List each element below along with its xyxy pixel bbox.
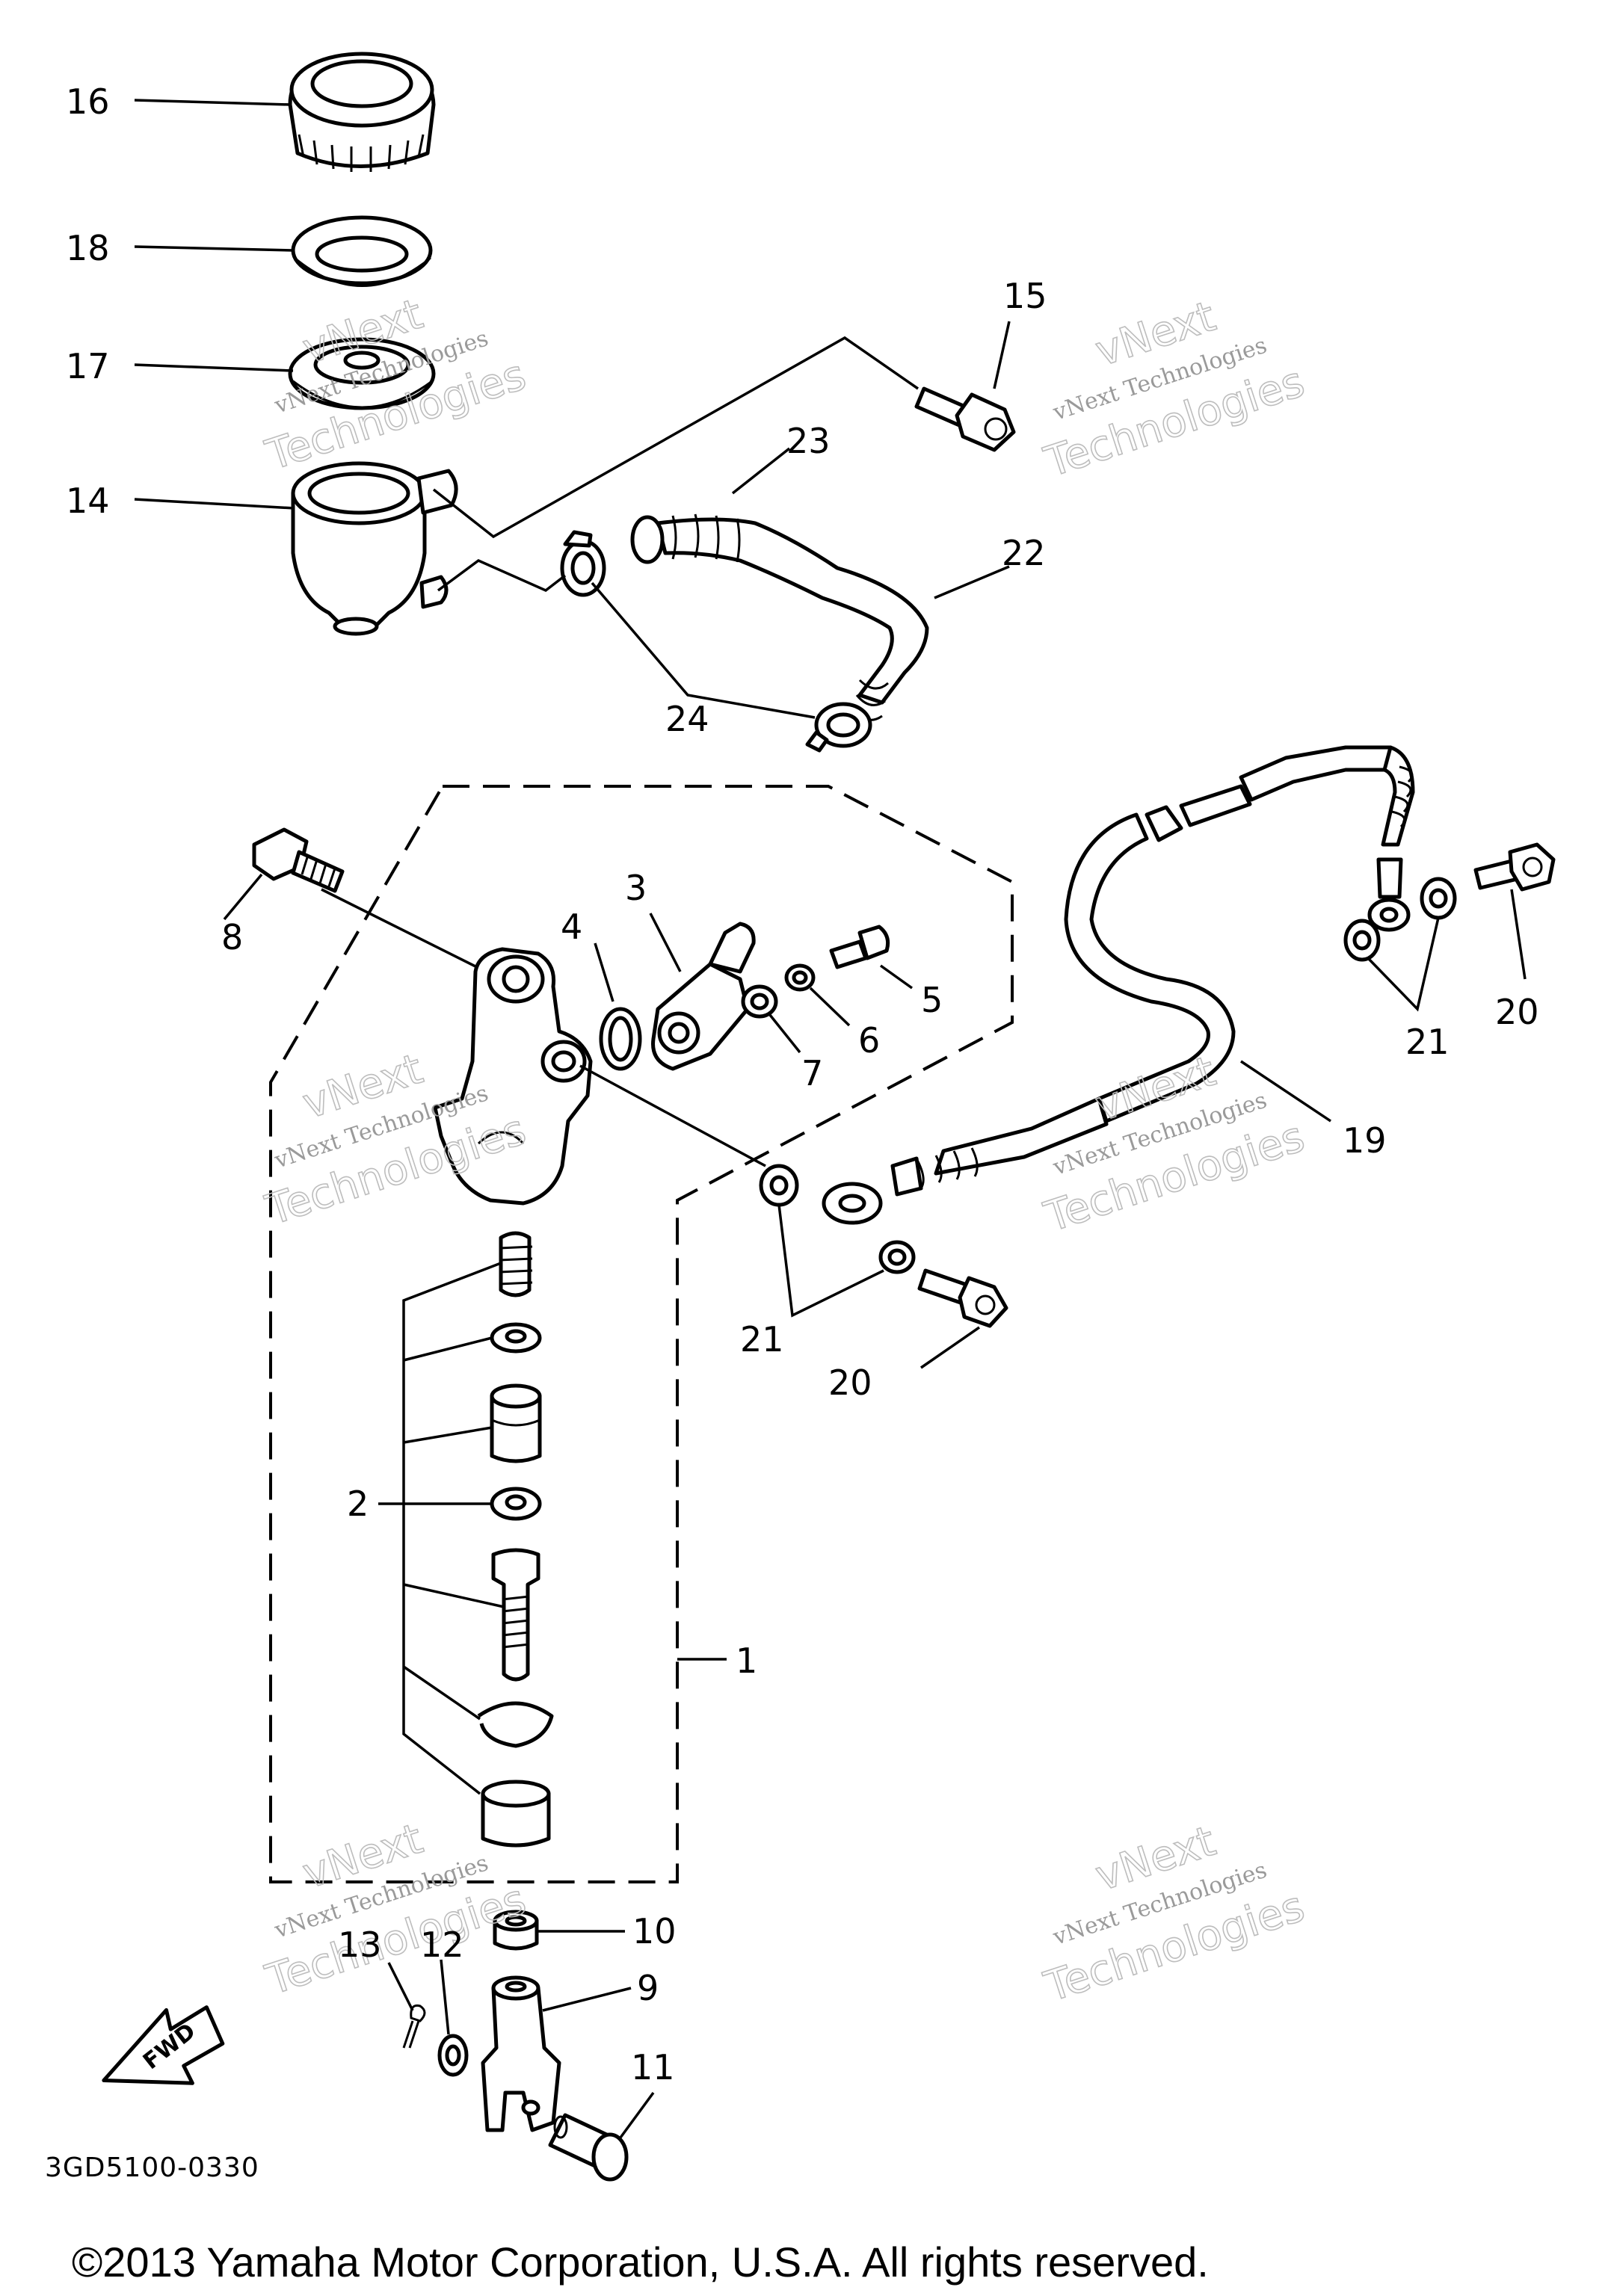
leader-13 bbox=[387, 1962, 414, 2011]
part-20-union-bolt-lower bbox=[917, 1268, 1008, 1328]
copyright-notice: ©2013 Yamaha Motor Corporation, U.S.A. A… bbox=[72, 2238, 1209, 2286]
part-9-clevis bbox=[481, 1975, 561, 2132]
leader-3 bbox=[649, 913, 682, 972]
callout-23: 23 bbox=[786, 421, 831, 461]
callout-20-lower: 20 bbox=[828, 1363, 872, 1403]
part-22-reservoir-hose bbox=[630, 513, 929, 721]
leader-8-label bbox=[223, 873, 263, 921]
callout-12: 12 bbox=[420, 1925, 464, 1965]
callout-10: 10 bbox=[632, 1911, 677, 1951]
callout-8: 8 bbox=[221, 917, 243, 957]
leader-4 bbox=[594, 942, 614, 1002]
part-21-washers bbox=[759, 877, 1457, 1274]
callout-5: 5 bbox=[921, 980, 943, 1020]
callout-13: 13 bbox=[338, 1925, 382, 1965]
callout-22: 22 bbox=[1002, 533, 1046, 573]
assembly-1-boundary bbox=[269, 785, 1014, 1883]
part-20-union-bolt-upper bbox=[1473, 842, 1556, 892]
callout-15: 15 bbox=[1003, 276, 1047, 316]
watermark-top-right: vNext vNext Technologies Technologies bbox=[1038, 291, 1311, 487]
callout-16: 16 bbox=[66, 81, 110, 122]
leader-20-upper bbox=[1510, 889, 1527, 980]
part-18-diaphragm-plate bbox=[291, 215, 433, 287]
master-cylinder-body bbox=[433, 947, 593, 1206]
callout-21-lower: 21 bbox=[740, 1319, 784, 1360]
part-6-washer-hole bbox=[792, 970, 808, 985]
callout-4: 4 bbox=[561, 907, 582, 947]
callout-21-upper: 21 bbox=[1405, 1022, 1450, 1062]
callout-20-upper: 20 bbox=[1495, 992, 1539, 1032]
watermark-bottom-right: vNext vNext Technologies Technologies bbox=[1038, 1816, 1311, 2012]
leader-9 bbox=[542, 1987, 632, 2012]
callout-7: 7 bbox=[801, 1053, 823, 1093]
callout-9: 9 bbox=[637, 1968, 659, 2008]
callout-2: 2 bbox=[347, 1484, 369, 1524]
drawing-code: 3GD5100-0330 bbox=[45, 2152, 259, 2183]
part-24-hose-clip-lower bbox=[805, 702, 872, 753]
leader-7 bbox=[768, 1013, 801, 1054]
part-4-o-ring-inner bbox=[608, 1016, 633, 1062]
callout-17: 17 bbox=[66, 346, 110, 386]
part-8-bolt bbox=[252, 827, 345, 893]
leader-8 bbox=[321, 888, 487, 973]
leader-lines-top bbox=[134, 99, 1011, 719]
part-15-bolt bbox=[914, 386, 1016, 452]
part-2-piston-kit bbox=[477, 1231, 554, 1848]
callout-1: 1 bbox=[736, 1641, 757, 1681]
part-16-reservoir-cap bbox=[288, 52, 436, 172]
callout-6: 6 bbox=[858, 1020, 880, 1061]
callout-19: 19 bbox=[1343, 1120, 1387, 1161]
leader-body-to-21 bbox=[579, 1064, 766, 1167]
part-10-locknut bbox=[493, 1910, 539, 1951]
leader-5 bbox=[879, 964, 914, 990]
part-24-hose-clip-upper bbox=[560, 530, 606, 597]
part-14-reservoir-body bbox=[291, 461, 458, 636]
part-17-diaphragm bbox=[288, 337, 436, 410]
part-11-clevis-pin bbox=[548, 2113, 629, 2182]
fwd-arrow-icon bbox=[102, 2005, 225, 2085]
callout-labels: 16 18 17 14 15 23 22 24 8 3 4 5 6 7 20 2… bbox=[66, 81, 1539, 2087]
watermark-top-left: vNext vNext Technologies Technologies bbox=[259, 289, 532, 481]
leader-19 bbox=[1240, 1060, 1331, 1123]
leader-2-bracket bbox=[378, 1262, 505, 1795]
callout-11: 11 bbox=[631, 2047, 675, 2087]
leader-6 bbox=[809, 987, 851, 1027]
part-19-brake-hose bbox=[822, 745, 1415, 1225]
leader-11 bbox=[619, 2091, 655, 2139]
callout-24: 24 bbox=[665, 699, 709, 739]
callout-14: 14 bbox=[66, 481, 110, 521]
part-13-cotter-pin bbox=[402, 2004, 426, 2049]
part-12-washer-hole bbox=[445, 2044, 461, 2067]
callout-18: 18 bbox=[66, 228, 110, 268]
leader-12 bbox=[440, 1959, 450, 2035]
callout-3: 3 bbox=[625, 868, 647, 908]
leader-21-lower bbox=[777, 1204, 884, 1318]
leader-21-upper bbox=[1367, 917, 1440, 1012]
part-5-screw bbox=[829, 925, 890, 969]
leader-20-lower bbox=[920, 1326, 980, 1369]
part-7-washer-hole bbox=[750, 993, 769, 1010]
